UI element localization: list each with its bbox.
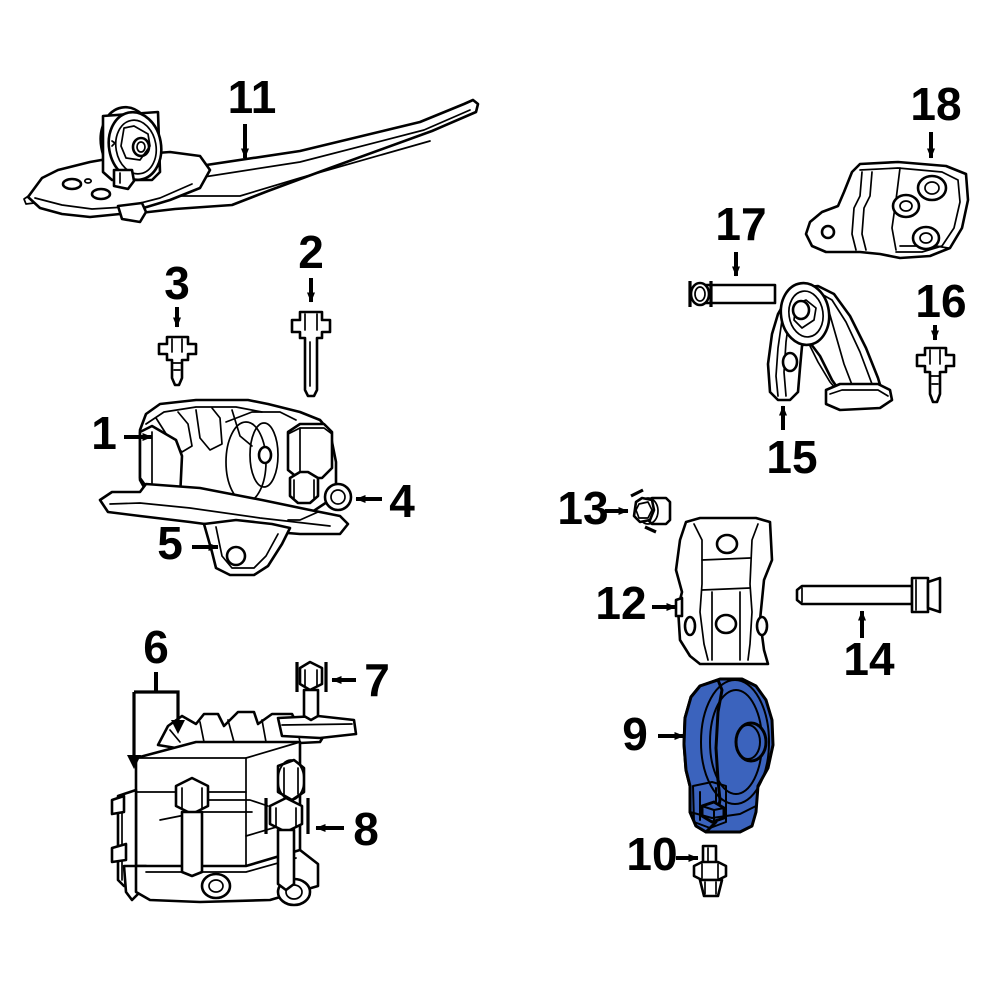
callout-4-label: 4: [389, 475, 415, 527]
part-12-mount-support-bracket[interactable]: [674, 516, 774, 666]
callout-11[interactable]: 11: [228, 71, 277, 159]
part-16-flange-stud-bolt[interactable]: [915, 346, 956, 404]
callout-13[interactable]: 13: [557, 482, 629, 534]
callout-7[interactable]: 7: [331, 654, 390, 706]
callout-18[interactable]: 18: [910, 78, 962, 159]
callout-13-label: 13: [557, 482, 608, 534]
callout-17-label: 17: [715, 198, 766, 250]
callout-8-label: 8: [353, 803, 379, 855]
callout-3-label: 3: [164, 257, 190, 309]
callout-10[interactable]: 10: [626, 828, 699, 880]
callout-5[interactable]: 5: [157, 517, 219, 569]
part-10-mount-stud-bolt[interactable]: [692, 844, 728, 898]
callout-1[interactable]: 1: [91, 407, 153, 459]
callout-9[interactable]: 9: [622, 708, 685, 760]
callout-15[interactable]: 15: [766, 405, 818, 483]
callout-6[interactable]: 6: [127, 621, 185, 769]
callout-15-label: 15: [766, 431, 817, 483]
callout-6-label: 6: [143, 621, 169, 673]
part-6-transmission-mount-assembly[interactable]: [110, 710, 358, 907]
callout-14[interactable]: 14: [843, 610, 895, 685]
part-7-hex-flange-bolt-upper[interactable]: [295, 660, 328, 722]
callout-18-label: 18: [910, 78, 961, 130]
callout-10-label: 10: [626, 828, 677, 880]
part-11-rear-mount-crossmember[interactable]: [23, 98, 480, 224]
callout-12[interactable]: 12: [595, 577, 677, 629]
callout-12-label: 12: [595, 577, 646, 629]
callout-11-label: 11: [228, 71, 277, 123]
part-17-spacer-sleeve[interactable]: [688, 281, 777, 307]
part-3-short-flange-stud[interactable]: [157, 335, 198, 387]
part-15-mount-insulator-bracket[interactable]: [766, 280, 894, 412]
callout-16[interactable]: 16: [915, 275, 967, 341]
callout-9-label: 9: [622, 708, 648, 760]
callout-8[interactable]: 8: [315, 803, 379, 855]
callout-16-label: 16: [915, 275, 966, 327]
callout-2-label: 2: [298, 226, 324, 278]
callout-5-label: 5: [157, 517, 183, 569]
callout-7-label: 7: [364, 654, 390, 706]
callout-17[interactable]: 17: [715, 198, 767, 277]
callout-2[interactable]: 2: [298, 226, 324, 303]
part-14-long-through-bolt[interactable]: [795, 576, 942, 614]
callout-4[interactable]: 4: [355, 475, 415, 527]
part-9-engine-mount-torque-strut-highlighted[interactable]: [682, 677, 775, 834]
part-2-long-flange-bolt[interactable]: [290, 310, 332, 398]
part-1-engine-mount-bracket-left[interactable]: [98, 398, 353, 577]
callout-1-label: 1: [91, 407, 117, 459]
part-13-hex-nut[interactable]: [630, 488, 672, 534]
part-18-engine-bracket-upper-right[interactable]: [804, 160, 970, 260]
callout-3[interactable]: 3: [164, 257, 190, 328]
callout-14-label: 14: [843, 633, 895, 685]
